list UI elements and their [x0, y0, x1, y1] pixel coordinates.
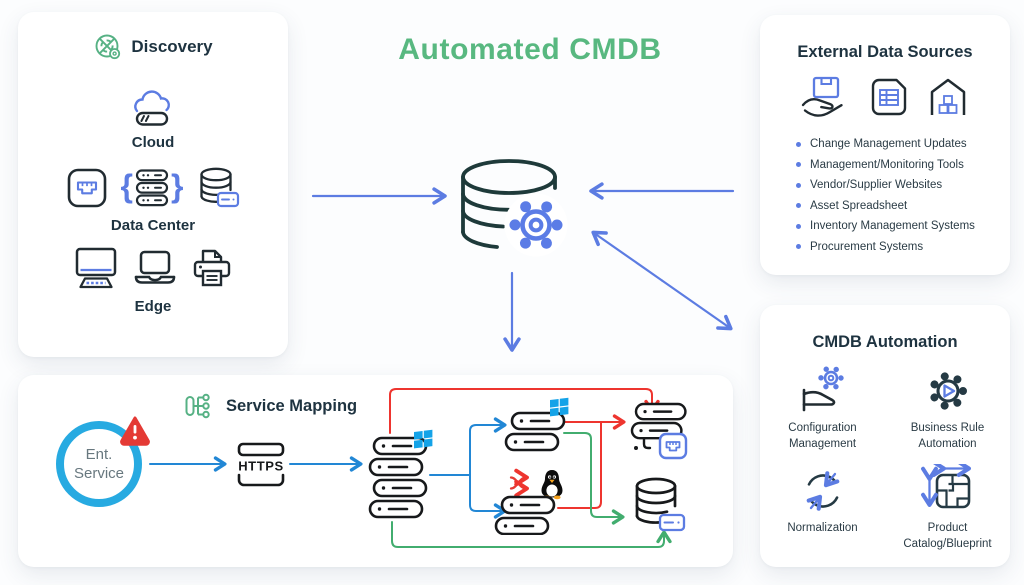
- tux-penguin-icon: [541, 470, 563, 500]
- list-item-label: Inventory Management Systems: [810, 220, 975, 233]
- service-mapping-title: Service Mapping: [226, 396, 358, 415]
- data-center-icons-row: { }: [65, 165, 242, 211]
- automation-item: Product Catalog/Blueprint: [885, 464, 1010, 552]
- warehouse-icon: [930, 78, 966, 115]
- list-item: Vendor/Supplier Websites: [796, 175, 1010, 196]
- service-mapping-icon: [185, 393, 210, 419]
- bullet-icon: [796, 162, 801, 168]
- windows-server-icon: [504, 397, 569, 452]
- automation-item-label: Configuration Management: [788, 422, 857, 450]
- https-label: HTTPS: [238, 459, 284, 474]
- https-gateway-icon: HTTPS: [237, 442, 285, 487]
- list-item-label: Change Management Updates: [810, 138, 967, 151]
- external-data-sources-panel: External Data Sources Change Management …: [760, 15, 1010, 275]
- page-title: Automated CMDB: [398, 33, 662, 66]
- list-item-label: Vendor/Supplier Websites: [810, 179, 943, 192]
- cmdb-automation-panel: CMDB Automation Configuration Management…: [760, 305, 1010, 567]
- bullet-icon: [796, 141, 801, 147]
- business-rule-automation-icon: [928, 372, 967, 410]
- arrow-cmdb-to-automation-b: [660, 279, 733, 331]
- network-router-icon: [630, 402, 688, 460]
- green-connector-lines: [391, 432, 672, 548]
- linux-server-icon: [494, 468, 563, 535]
- cloud-label: Cloud: [131, 134, 175, 151]
- data-center-label: Data Center: [110, 217, 196, 234]
- external-data-sources-title: External Data Sources: [797, 43, 973, 61]
- discovery-panel: Discovery Cloud {: [18, 12, 288, 357]
- arrow-cmdb-to-automation-a: [591, 230, 664, 282]
- discovery-title: Discovery: [131, 37, 213, 56]
- database-drive-icon: [200, 167, 240, 208]
- bullet-icon: [796, 182, 801, 188]
- list-item-label: Procurement Systems: [810, 240, 924, 253]
- automation-item: Configuration Management: [760, 364, 885, 452]
- cmdb-automation-title: CMDB Automation: [812, 333, 958, 351]
- service-mapping-header: Service Mapping: [184, 389, 357, 423]
- windows-server-stack-icon: [368, 429, 433, 519]
- automation-item: Business Rule Automation: [885, 364, 1010, 452]
- list-item: Change Management Updates: [796, 134, 1010, 155]
- edge-icons-row: [72, 246, 234, 290]
- discovery-header: Discovery: [93, 32, 213, 62]
- desktop-computer-icon: [75, 247, 117, 289]
- automation-item-label: Business Rule Automation: [910, 422, 985, 450]
- rack-brace-left: {: [120, 168, 133, 204]
- configuration-management-icon: [802, 365, 844, 412]
- spreadsheet-document-icon: [871, 78, 907, 116]
- entity-label-line2: Service: [73, 465, 125, 482]
- red-connector-lines: [389, 388, 660, 509]
- list-item-label: Management/Monitoring Tools: [810, 158, 964, 171]
- cmdb-database-gear-icon: [461, 159, 568, 257]
- service-mapping-connectors: [149, 388, 672, 548]
- server-rack-icon: { }: [120, 168, 184, 208]
- laptop-icon: [134, 250, 176, 284]
- entity-label-line1: Ent.: [85, 446, 113, 463]
- cloud-server-icon: [134, 90, 170, 126]
- warning-icon: [120, 416, 150, 446]
- automation-item-label: Product Catalog/Blueprint: [903, 522, 992, 550]
- shuffle-error-icon: [509, 468, 529, 498]
- product-catalog-blueprint-icon: [920, 464, 971, 509]
- service-mapping-panel: Service Mapping Ent. Service HTTPS: [18, 375, 733, 567]
- hand-package-icon: [801, 76, 843, 117]
- edge-label: Edge: [134, 298, 172, 315]
- cmdb-automation-grid: Configuration Management Business Rule A…: [760, 364, 1010, 552]
- database-storage-icon: [635, 477, 686, 532]
- external-data-sources-list: Change Management Updates Management/Mon…: [796, 134, 1010, 257]
- rack-brace-right: }: [171, 168, 184, 204]
- printer-icon: [193, 249, 231, 287]
- normalization-icon: [805, 471, 840, 511]
- blue-connector-lines: [149, 417, 507, 519]
- list-item: Asset Spreadsheet: [796, 196, 1010, 217]
- automation-item: Normalization: [760, 464, 885, 552]
- server-rack-rows-icon: [135, 169, 169, 207]
- list-item: Management/Monitoring Tools: [796, 155, 1010, 176]
- bullet-icon: [796, 244, 801, 250]
- list-item: Procurement Systems: [796, 237, 1010, 258]
- bullet-icon: [796, 223, 801, 229]
- bullet-icon: [796, 203, 801, 209]
- list-item-label: Asset Spreadsheet: [810, 199, 908, 212]
- list-item: Inventory Management Systems: [796, 216, 1010, 237]
- external-data-sources-icons: [760, 75, 1010, 121]
- ethernet-port-icon: [67, 168, 106, 208]
- automation-item-label: Normalization: [787, 522, 858, 534]
- discovery-radar-icon: [95, 34, 121, 60]
